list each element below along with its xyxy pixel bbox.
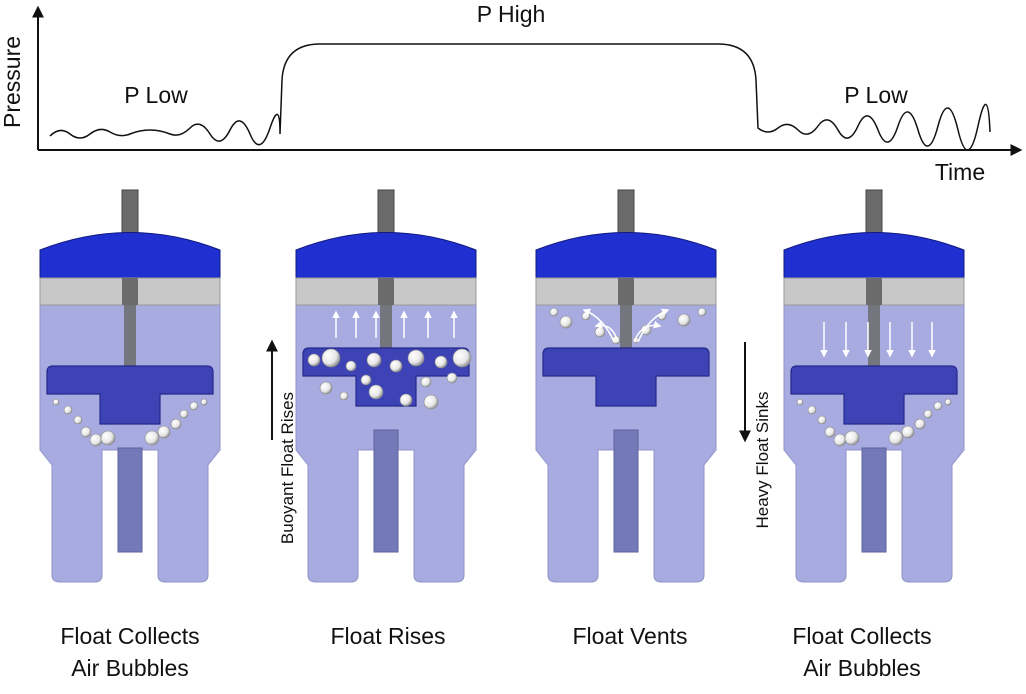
air-bubble bbox=[345, 360, 357, 372]
guide-tube bbox=[613, 429, 639, 553]
air-bubble bbox=[914, 418, 926, 430]
air-bubble bbox=[420, 376, 432, 388]
float bbox=[302, 347, 470, 407]
air-bubble bbox=[157, 425, 171, 439]
p-low-right-label: P Low bbox=[844, 82, 908, 108]
air-bubble bbox=[73, 415, 83, 425]
float bbox=[790, 365, 958, 425]
stem-through-ring bbox=[618, 278, 634, 305]
valve-stage-collects-1 bbox=[39, 189, 221, 583]
float-rod bbox=[124, 305, 136, 366]
air-bubble bbox=[366, 352, 382, 368]
air-bubble bbox=[697, 307, 707, 317]
valve-stage-collects-2 bbox=[783, 189, 965, 583]
cap-dome bbox=[39, 232, 221, 279]
air-bubble bbox=[923, 409, 933, 419]
air-bubble bbox=[833, 433, 847, 447]
float-rod bbox=[620, 305, 632, 348]
air-bubble bbox=[817, 415, 827, 425]
air-bubble bbox=[549, 307, 559, 317]
air-bubble bbox=[933, 401, 943, 411]
rise-label: Buoyant Float Rises bbox=[278, 392, 297, 544]
air-bubble bbox=[844, 430, 860, 446]
air-bubble bbox=[581, 311, 591, 321]
cap-dome bbox=[783, 232, 965, 279]
valve-stage-rises bbox=[295, 189, 477, 583]
air-bubble bbox=[100, 430, 116, 446]
air-bubble bbox=[360, 374, 372, 386]
air-bubble bbox=[170, 418, 182, 430]
air-bubble bbox=[307, 353, 321, 367]
air-bubble bbox=[423, 394, 439, 410]
air-bubble bbox=[339, 391, 349, 401]
air-bubble bbox=[446, 372, 458, 384]
air-bubble bbox=[452, 348, 472, 368]
valve-stage-vents bbox=[535, 189, 717, 583]
air-bubble bbox=[63, 405, 73, 415]
stage-caption-vents: Float Vents bbox=[572, 623, 688, 649]
air-bubble bbox=[434, 355, 448, 369]
air-bubble bbox=[52, 398, 60, 406]
float-rod bbox=[868, 305, 880, 366]
x-axis-label: Time bbox=[935, 159, 985, 185]
air-bubble bbox=[321, 348, 341, 368]
guide-tube bbox=[373, 429, 399, 553]
buoyant-float-rises-arrow: Buoyant Float Rises bbox=[266, 339, 297, 544]
air-bubble bbox=[80, 426, 92, 438]
air-bubble bbox=[189, 401, 199, 411]
air-bubble bbox=[594, 326, 606, 338]
air-bubble bbox=[944, 398, 952, 406]
air-bubble bbox=[677, 313, 691, 327]
vent-arrow bbox=[633, 321, 662, 343]
air-bubble bbox=[407, 349, 425, 367]
p-high-label: P High bbox=[477, 1, 546, 27]
air-bubble bbox=[399, 393, 413, 407]
float bbox=[542, 347, 710, 407]
stem-through-ring bbox=[866, 278, 882, 305]
stem-through-ring bbox=[122, 278, 138, 305]
float-rod bbox=[380, 305, 392, 348]
air-bubble bbox=[144, 430, 160, 446]
cap-dome bbox=[295, 232, 477, 279]
stage-caption-collects-1: Float Collects Air Bubbles bbox=[60, 623, 200, 681]
sink-label: Heavy Float Sinks bbox=[753, 392, 772, 529]
cap-dome bbox=[535, 232, 717, 279]
stage-caption-rises: Float Rises bbox=[330, 623, 446, 649]
air-bubble bbox=[319, 381, 333, 395]
air-bubble bbox=[368, 384, 384, 400]
air-bubble bbox=[389, 359, 403, 373]
y-axis-label: Pressure bbox=[0, 36, 25, 128]
stage-caption-collects-2: Float Collects Air Bubbles bbox=[792, 623, 932, 681]
air-bubble bbox=[179, 409, 189, 419]
p-low-left-label: P Low bbox=[124, 82, 188, 108]
air-bubble bbox=[888, 430, 904, 446]
air-bubble bbox=[796, 398, 804, 406]
vent-arrow bbox=[594, 320, 619, 343]
air-bubble bbox=[200, 398, 208, 406]
float bbox=[46, 365, 214, 425]
pressure-time-graph: Pressure Time P Low P High P Low bbox=[0, 1, 1023, 185]
heavy-float-sinks-arrow: Heavy Float Sinks bbox=[739, 342, 772, 529]
air-bubble bbox=[807, 405, 817, 415]
air-bubble bbox=[559, 315, 573, 329]
air-bubble bbox=[824, 426, 836, 438]
pressure-curve bbox=[49, 43, 991, 151]
air-bubble bbox=[901, 425, 915, 439]
vent-arrow bbox=[637, 308, 670, 343]
air-bubble bbox=[89, 433, 103, 447]
guide-tube bbox=[117, 447, 143, 553]
guide-tube bbox=[861, 447, 887, 553]
stem-through-ring bbox=[378, 278, 394, 305]
